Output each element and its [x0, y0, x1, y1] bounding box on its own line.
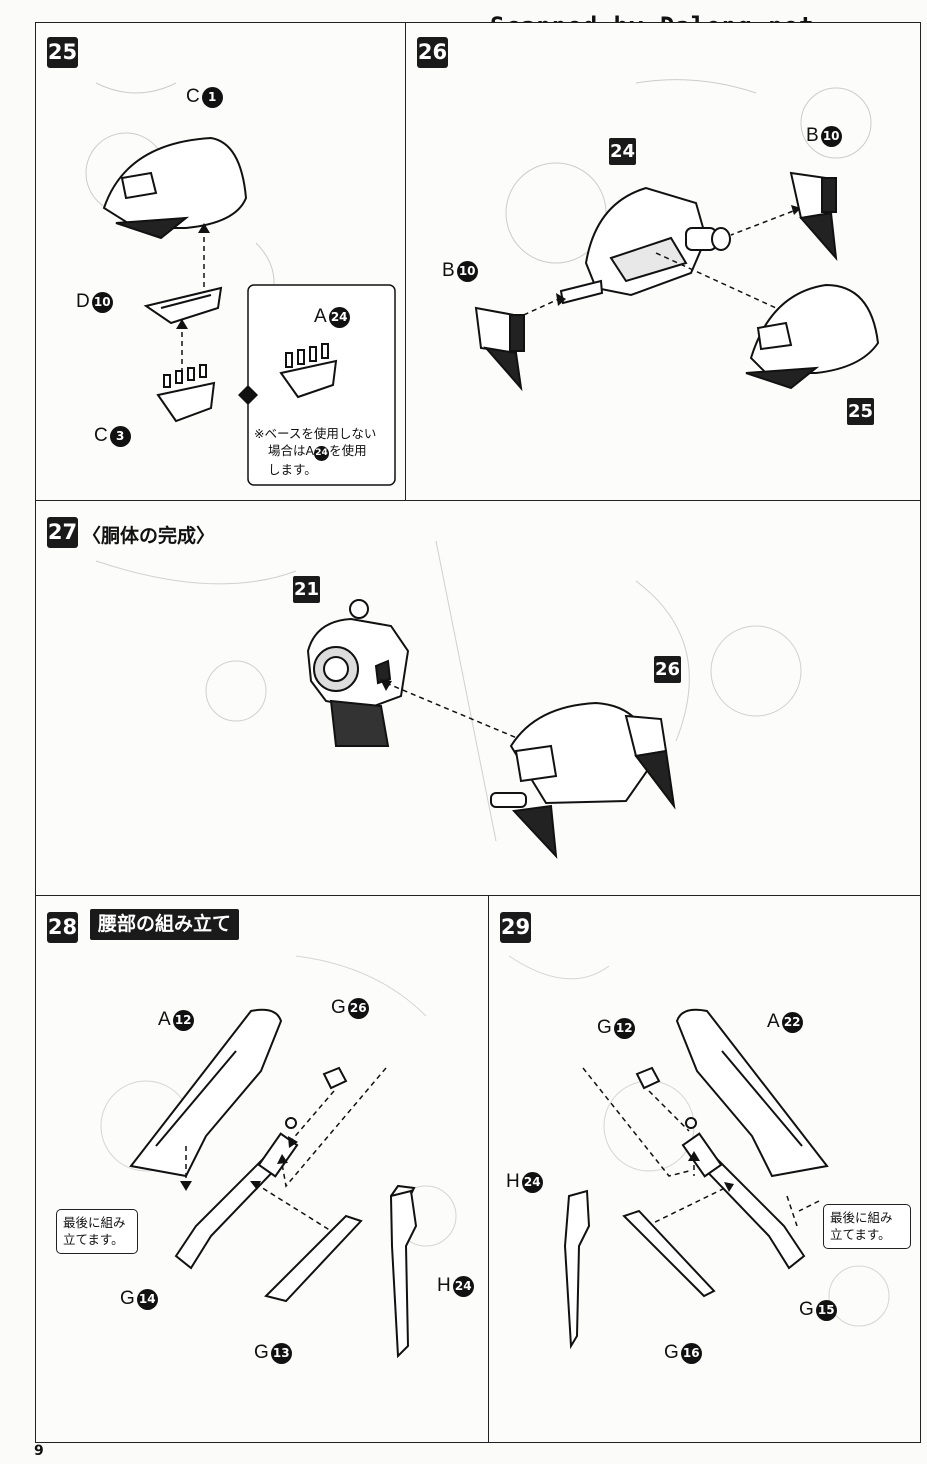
note-text: 場合はA: [268, 443, 315, 458]
step-28-illustration: [100, 955, 457, 1359]
step-25-illustration: [85, 82, 396, 486]
part-number-badge: 15: [815, 1299, 837, 1321]
step-29-illustration: [508, 955, 890, 1350]
part-letter: B: [442, 260, 455, 281]
part-label-g15: G 15: [799, 1299, 837, 1321]
step-26-illustration: [474, 79, 880, 392]
part-number-badge: 24: [521, 1171, 543, 1193]
note-text: を使用: [329, 443, 367, 458]
part-label-g16: G 16: [664, 1342, 702, 1364]
part-number-badge: 12: [172, 1009, 194, 1031]
assembly-note: 最後に組み 立てます。: [823, 1204, 911, 1249]
note-line: ※ベースを使用しない: [254, 426, 377, 441]
part-label-c3: C 3: [94, 425, 131, 447]
part-label-a12: A 12: [158, 1009, 194, 1031]
part-letter: G: [120, 1288, 135, 1309]
part-number-badge: 3: [109, 425, 131, 447]
part-number-badge: 24: [452, 1275, 474, 1297]
part-label-d10: D 10: [76, 291, 113, 313]
part-number-badge: 14: [136, 1288, 158, 1310]
part-letter: G: [664, 1342, 679, 1363]
note-line: します。: [268, 462, 317, 477]
part-number-badge: 26: [347, 997, 369, 1019]
part-label-g13: G 13: [254, 1342, 292, 1364]
part-label-g14: G 14: [120, 1288, 158, 1310]
part-letter: G: [799, 1299, 814, 1320]
part-letter: G: [597, 1017, 612, 1038]
part-label-a24: A 24: [314, 306, 350, 328]
step-25-panel: 25 C 1 D 10 C 3 A 24 ※ベースを使用しない 場合はA24を使…: [35, 22, 407, 502]
part-letter: B: [806, 125, 819, 146]
part-number-badge: 10: [91, 291, 113, 313]
part-letter: A: [314, 306, 327, 327]
step-title: 〈胴体の完成〉: [82, 525, 216, 547]
step-number: 25: [47, 37, 78, 68]
part-number-badge: 1: [201, 86, 223, 108]
part-label-b10-right: B 10: [806, 125, 842, 147]
note-line: 場合はA24を使用: [254, 442, 376, 461]
step-number: 26: [417, 37, 448, 68]
note-line: 立てます。: [63, 1232, 124, 1247]
part-letter: G: [254, 1342, 269, 1363]
step-number: 27: [47, 517, 78, 548]
part-number-badge: 10: [820, 125, 842, 147]
step-number: 28: [47, 912, 78, 943]
part-label-h24: H 24: [437, 1275, 474, 1297]
part-letter: A: [158, 1009, 171, 1030]
alternate-part-note: ※ベースを使用しない 場合はA24を使用 します。: [254, 425, 376, 478]
step-27-illustration: [95, 540, 802, 859]
note-line: 最後に組み: [63, 1215, 126, 1230]
assembly-tag-21: 21: [293, 576, 320, 603]
part-label-a22: A 22: [767, 1011, 803, 1033]
part-number-badge: 16: [680, 1342, 702, 1364]
part-label-c1: C 1: [186, 86, 223, 108]
part-number-badge: 13: [270, 1342, 292, 1364]
assembly-note: 最後に組み 立てます。: [56, 1209, 138, 1254]
part-number-badge: 22: [781, 1011, 803, 1033]
page-number: 9: [34, 1443, 44, 1459]
part-label-h24: H 24: [506, 1171, 543, 1193]
part-number-badge: 10: [456, 260, 478, 282]
part-number-badge: 24: [314, 446, 330, 461]
part-label-b10-left: B 10: [442, 260, 478, 282]
part-letter: G: [331, 997, 346, 1018]
part-letter: C: [186, 86, 200, 107]
part-label-g26: G 26: [331, 997, 369, 1019]
part-letter: H: [506, 1171, 520, 1192]
part-letter: C: [94, 425, 108, 446]
note-line: 最後に組み: [830, 1210, 893, 1225]
step-26-panel: 26 24 25 B 10 B 10: [405, 22, 921, 502]
step-28-panel: 28 腰部の組み立て A 12 G 26 G 14 G 13 H 24 最後に組…: [35, 895, 490, 1443]
part-number-badge: 12: [613, 1017, 635, 1039]
step-number: 29: [500, 912, 531, 943]
part-letter: A: [767, 1011, 780, 1032]
assembly-tag-25: 25: [847, 398, 874, 425]
part-letter: H: [437, 1275, 451, 1296]
assembly-tag-26: 26: [654, 656, 681, 683]
part-letter: D: [76, 291, 90, 312]
step-title: 腰部の組み立て: [90, 909, 240, 940]
part-label-g12: G 12: [597, 1017, 635, 1039]
part-number-badge: 24: [328, 306, 350, 328]
step-27-panel: 27 〈胴体の完成〉 21 26: [35, 500, 921, 897]
note-line: 立てます。: [830, 1227, 891, 1242]
step-29-panel: 29 G 12 A 22 H 24 G 15 G 16 最後に組み 立てます。: [488, 895, 921, 1443]
assembly-tag-24: 24: [609, 138, 636, 165]
